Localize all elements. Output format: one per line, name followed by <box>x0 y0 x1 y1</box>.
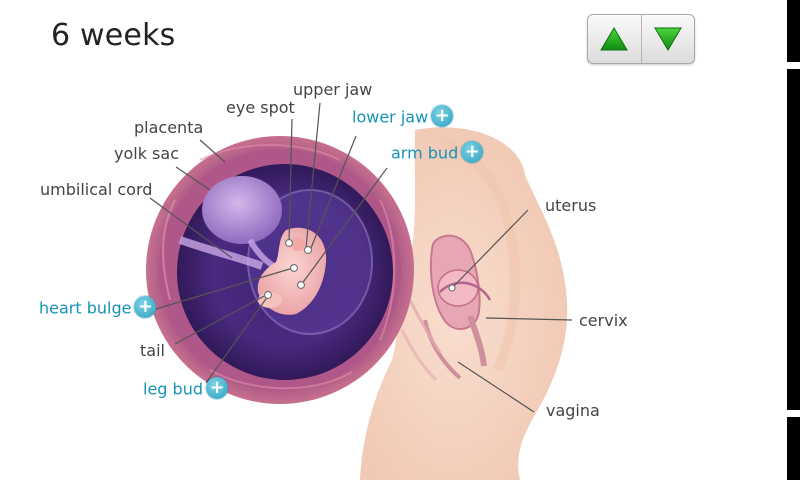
label-yolk-sac: yolk sac <box>114 144 179 163</box>
plus-circle-icon[interactable]: + <box>461 141 484 163</box>
next-stage-button[interactable] <box>640 15 695 63</box>
label-tail: tail <box>140 341 165 360</box>
stage-navigation <box>587 14 695 64</box>
label-umbilical-cord: umbilical cord <box>40 180 153 199</box>
plus-circle-icon[interactable]: + <box>431 105 454 127</box>
plus-circle-icon[interactable]: + <box>205 377 228 399</box>
label-cervix: cervix <box>579 311 628 330</box>
embryo-sac <box>146 136 414 404</box>
scroll-indicator-bottom <box>787 410 800 417</box>
page-title: 6 weeks <box>51 18 176 53</box>
arm-bud-label: arm bud <box>391 143 459 163</box>
down-arrow-icon <box>653 27 682 51</box>
lower-jaw-link[interactable]: lower jaw+ <box>352 105 454 129</box>
label-eye-spot: eye spot <box>226 98 295 117</box>
label-upper-jaw: upper jaw <box>293 80 373 99</box>
arm-bud-link[interactable]: arm bud+ <box>391 141 484 165</box>
heart-bulge-link[interactable]: heart bulge+ <box>39 296 157 320</box>
label-vagina: vagina <box>546 401 600 420</box>
body-silhouette <box>360 127 568 480</box>
plus-circle-icon[interactable]: + <box>134 296 157 318</box>
leg-bud-label: leg bud <box>143 379 203 399</box>
previous-stage-button[interactable] <box>588 15 641 63</box>
label-placenta: placenta <box>134 118 204 137</box>
label-leader-lines <box>149 102 573 413</box>
point-markers <box>263 238 456 300</box>
heart-bulge-label: heart bulge <box>39 298 132 318</box>
scroll-indicator-top <box>787 62 800 69</box>
lower-jaw-label: lower jaw <box>352 107 429 127</box>
label-uterus: uterus <box>545 196 597 215</box>
up-arrow-icon <box>600 27 629 51</box>
leg-bud-link[interactable]: leg bud+ <box>143 377 228 401</box>
